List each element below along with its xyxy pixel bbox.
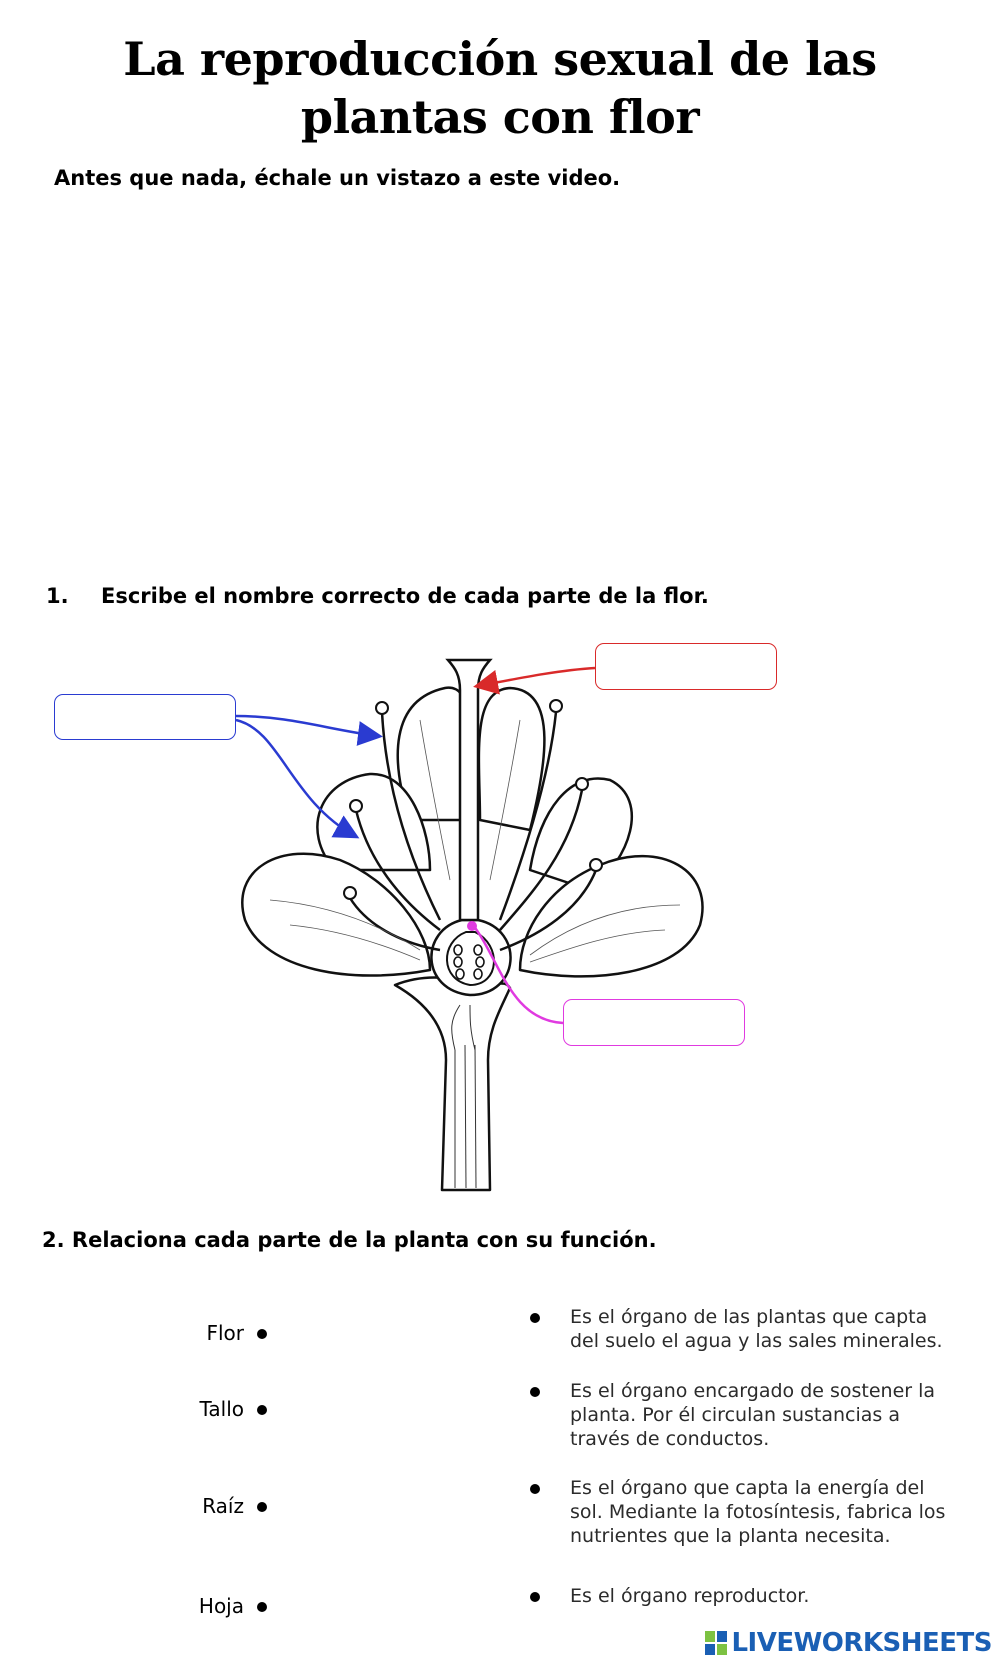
function-text-4: Es el órgano reproductor. (570, 1585, 810, 1607)
question-1-number: 1. (46, 584, 69, 608)
petal-outer-right (518, 854, 704, 978)
page-title: La reproducción sexual de las plantas co… (0, 30, 1000, 146)
function-text-1: Es el órgano de las plantas que capta de… (570, 1306, 943, 1352)
question-1-text: Escribe el nombre correcto de cada parte… (101, 584, 709, 608)
petal-mid-left (316, 772, 432, 872)
function-text-2: Es el órgano encargado de sostener la pl… (570, 1380, 936, 1450)
match-dot-raiz[interactable] (257, 1502, 267, 1512)
question-1: 1. Escribe el nombre correcto de cada par… (46, 584, 709, 608)
liveworksheets-logo-icon (705, 1631, 728, 1655)
intro-text: Antes que nada, échale un vistazo a este… (54, 166, 621, 190)
pistil-answer-input[interactable] (595, 643, 777, 690)
page-title-line-2: plantas con flor (300, 90, 700, 144)
question-2: 2. Relaciona cada parte de la planta con… (42, 1228, 657, 1252)
part-label-tallo: Tallo (199, 1397, 244, 1421)
petal-outer-left (241, 852, 432, 977)
anthers (343, 699, 603, 900)
match-dot-function-3[interactable] (530, 1484, 540, 1494)
flower-stem (393, 976, 512, 1192)
stamen-answer-input[interactable] (54, 694, 236, 740)
match-dot-flor[interactable] (257, 1329, 267, 1339)
match-dot-tallo[interactable] (257, 1405, 267, 1415)
arrow-blue-lower (235, 718, 360, 839)
arrow-red (473, 666, 596, 695)
match-dot-function-4[interactable] (530, 1592, 540, 1602)
petal-back-right (477, 686, 546, 832)
pistil (445, 658, 493, 922)
ovules (453, 944, 485, 980)
part-label-raiz: Raíz (202, 1494, 244, 1518)
stamens (348, 711, 598, 952)
liveworksheets-brand-text: LIVEWORKSHEETS (731, 1628, 992, 1658)
ovule-answer-input[interactable] (563, 999, 745, 1046)
match-dot-function-1[interactable] (530, 1313, 540, 1323)
match-dot-hoja[interactable] (257, 1602, 267, 1612)
arrow-blue-upper (235, 714, 383, 746)
function-text-3: Es el órgano que capta la energía del so… (570, 1477, 946, 1547)
pointer-pink-dot (467, 921, 477, 931)
match-dot-function-2[interactable] (530, 1387, 540, 1397)
page-title-line-1: La reproducción sexual de las (123, 32, 877, 86)
pointer-pink (472, 924, 564, 1025)
part-label-hoja: Hoja (198, 1594, 244, 1618)
liveworksheets-logo[interactable]: LIVEWORKSHEETS (705, 1628, 992, 1658)
part-label-flor: Flor (206, 1321, 244, 1345)
ovary (430, 918, 512, 997)
